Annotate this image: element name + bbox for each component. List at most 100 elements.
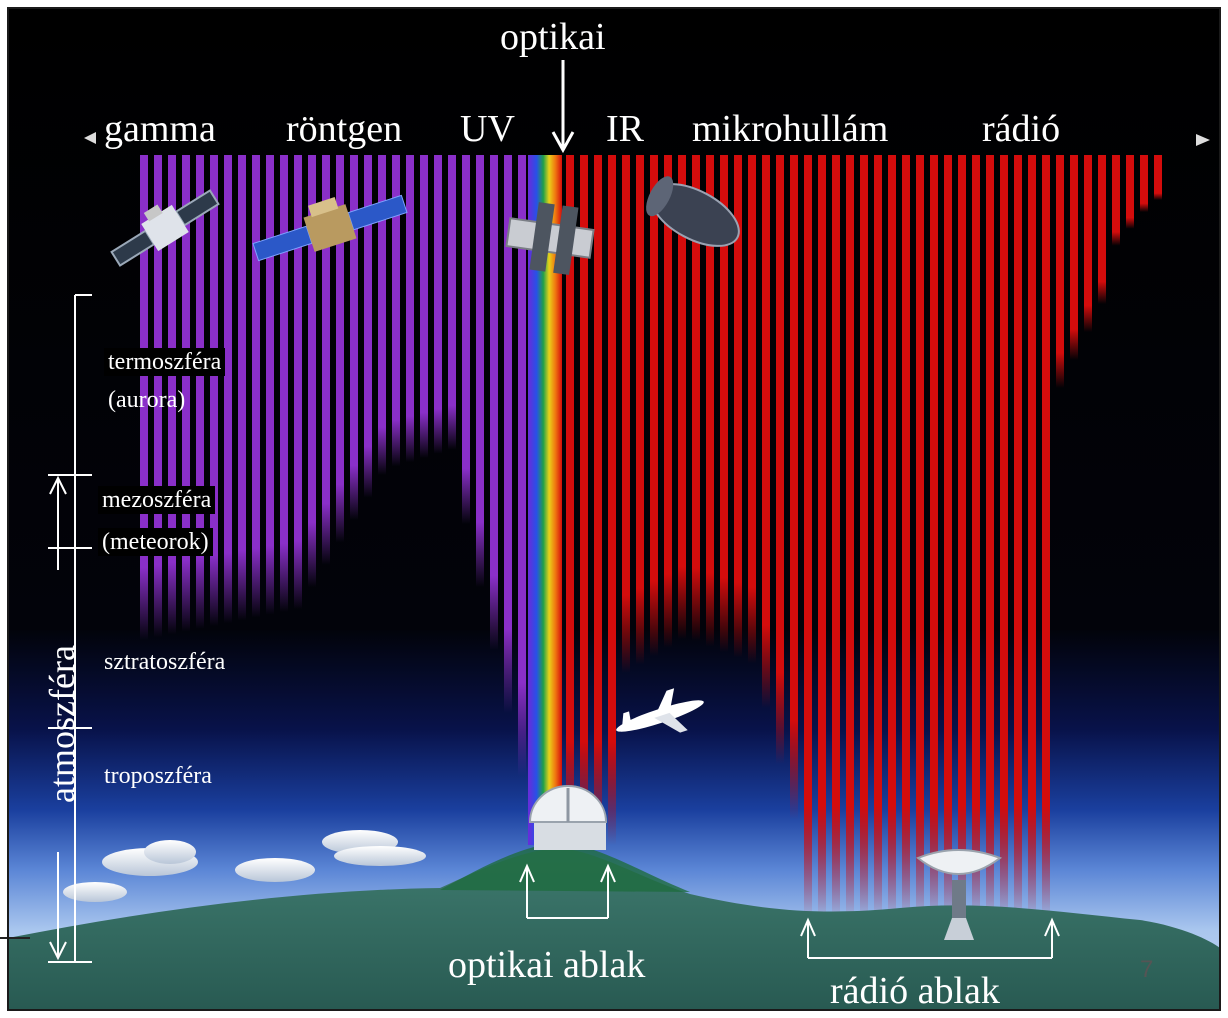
red-spectrum-bar [776,155,784,764]
purple-spectrum-bar [224,155,232,624]
red-spectrum-bar [944,155,952,920]
layer-label-termoszfera: termoszféra [104,348,226,376]
radio-dish-icon [916,849,1003,940]
red-spectrum-bar [1056,155,1064,388]
band-label-rontgen: röntgen [286,108,403,150]
band-label-ir: IR [606,108,644,150]
red-spectrum-bar [1000,155,1008,920]
red-spectrum-bar [1098,155,1106,304]
red-spectrum-bar [916,155,924,920]
red-spectrum-bar [1140,155,1148,212]
red-spectrum-bar [1084,155,1092,332]
purple-spectrum-bar [420,155,428,458]
gamma-xray-uv-bars [140,155,526,776]
red-spectrum-bar [958,155,966,920]
red-spectrum-bar [678,155,686,640]
purple-spectrum-bar [252,155,260,618]
band-label-mikrohullam: mikrohullám [692,108,889,150]
ir-microwave-radio-bars [566,155,1162,920]
band-label-radio: rádió [982,108,1061,150]
observatory-dome-icon [528,785,608,850]
red-spectrum-bar [1028,155,1036,920]
mountain-peak [440,842,690,892]
red-spectrum-bar [622,155,630,673]
purple-spectrum-bar [266,155,274,615]
red-spectrum-bar [1014,155,1022,920]
red-spectrum-bar [580,155,588,845]
right-arrowhead-icon [1196,134,1210,146]
red-spectrum-bar [1112,155,1120,246]
purple-spectrum-bar [322,155,330,565]
purple-spectrum-bar [350,155,358,520]
optical-window-label: optikai ablak [448,944,646,986]
band-label-uv: UV [460,108,515,150]
purple-spectrum-bar [392,155,400,467]
red-spectrum-bar [692,155,700,641]
red-spectrum-bar [748,155,756,664]
red-spectrum-bar [902,155,910,920]
red-spectrum-bar [874,155,882,920]
satellite-icon [110,189,220,267]
red-spectrum-bar [804,155,812,920]
red-spectrum-bar [608,155,616,845]
red-spectrum-bar [594,155,602,845]
optical-window-bracket [519,863,616,919]
purple-spectrum-bar [448,155,456,450]
red-spectrum-bar [1154,155,1162,200]
purple-spectrum-bar [364,155,372,498]
red-spectrum-bar [720,155,728,652]
purple-spectrum-bar [504,155,512,713]
layer-label-troposzfera: troposzféra [104,763,212,789]
purple-spectrum-bar [308,155,316,588]
red-spectrum-bar [832,155,840,920]
optical-label: optikai [500,16,606,58]
purple-spectrum-bar [238,155,246,621]
cloud-icon [63,830,426,902]
space-telescope-icon [252,194,408,262]
image-border [7,7,1221,1011]
red-spectrum-bar [734,155,742,658]
atmosphere-bracket [48,294,92,963]
radio-window-label: rádió ablak [830,970,1000,1012]
red-spectrum-bar [846,155,854,920]
red-spectrum-bar [790,155,798,820]
purple-spectrum-bar [182,155,190,632]
purple-spectrum-bar [336,155,344,543]
purple-spectrum-bar [378,155,386,476]
left-arrowhead-icon [84,132,96,144]
red-spectrum-bar [566,155,574,845]
red-spectrum-bar [986,155,994,920]
red-spectrum-bar [972,155,980,920]
layer-label-mezoszfera: mezoszféra [98,486,216,514]
purple-spectrum-bar [168,155,176,635]
purple-spectrum-bar [406,155,414,463]
layer-note-aurora: (aurora) [108,387,186,413]
airplane-icon [616,688,704,733]
purple-spectrum-bar [196,155,204,629]
space-telescope-icon [505,202,595,276]
red-spectrum-bar [1070,155,1078,360]
purple-spectrum-bar [518,155,526,776]
layer-label-sztratoszfera: sztratoszféra [104,649,226,675]
purple-spectrum-bar [280,155,288,612]
atmosphere-label: atmoszféra [42,645,82,803]
purple-spectrum-bar [462,155,470,524]
purple-spectrum-bar [434,155,442,454]
ground-hills [8,848,1220,1010]
layer-note-meteorok: (meteorok) [98,528,213,556]
optical-down-arrow [551,60,575,154]
red-spectrum-bar [664,155,672,648]
red-spectrum-bar [888,155,896,920]
purple-spectrum-bar [154,155,162,638]
page-number: 7 [1140,956,1154,983]
red-spectrum-bar [636,155,644,665]
purple-spectrum-bar [490,155,498,650]
red-spectrum-bar [762,155,770,708]
red-spectrum-bar [860,155,868,920]
radio-window-bracket [800,917,1060,959]
space-telescope-icon [646,176,740,247]
red-spectrum-bar [818,155,826,920]
red-spectrum-bar [930,155,938,920]
purple-spectrum-bar [476,155,484,587]
